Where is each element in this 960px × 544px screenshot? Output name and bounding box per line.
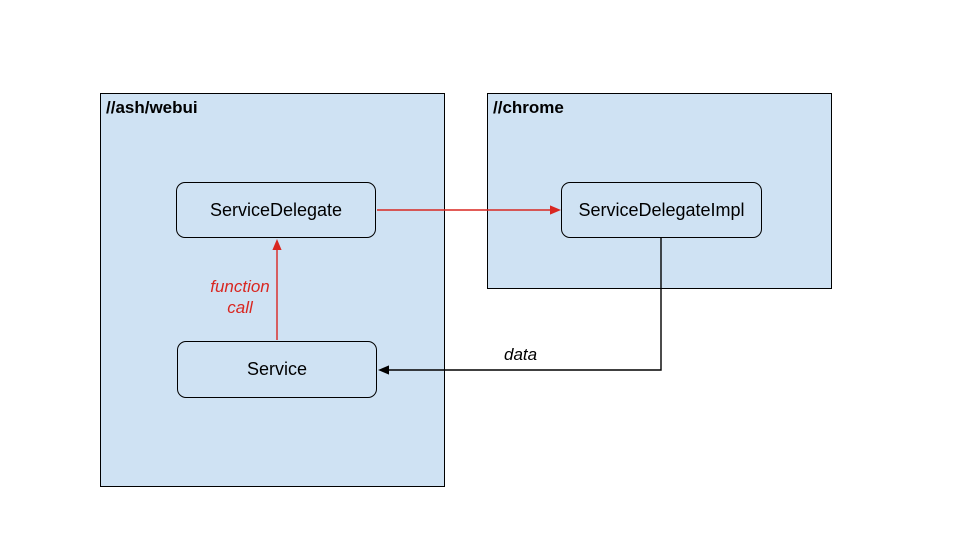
edge-label-function-call: function call [210,277,270,317]
node-service-delegate-impl: ServiceDelegateImpl [561,182,762,238]
node-service-label: Service [246,359,308,379]
node-service-delegate-label: ServiceDelegate [209,199,343,220]
node-service: Service [177,341,377,398]
edge-label-data: data [504,345,538,364]
node-service-delegate: ServiceDelegate [176,182,376,238]
node-service-delegate-impl-label: ServiceDelegateImpl [578,199,745,220]
container-ash-webui: //ash/webui [100,93,445,487]
container-ash-webui-label: //ash/webui [106,98,198,117]
container-chrome-label: //chrome [493,98,564,117]
